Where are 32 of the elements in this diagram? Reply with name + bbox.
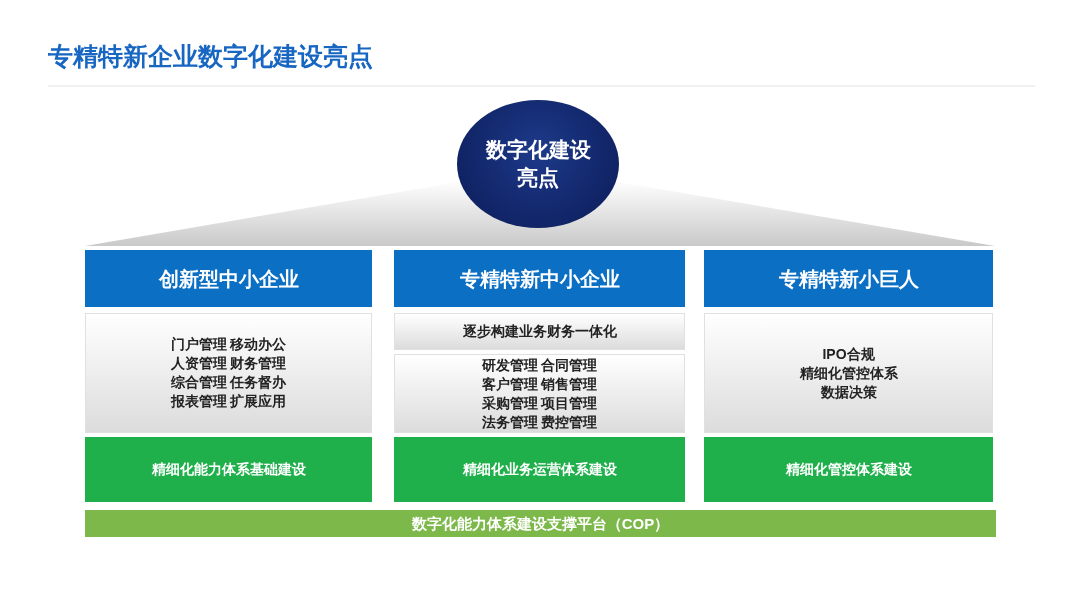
header-text: 创新型中小企业 [158,266,299,291]
header-text: 专精特新中小企业 [459,266,620,291]
foundation-box [394,437,685,502]
panel-text: 数据决策 [820,382,877,402]
title: 专精特新企业数字化建设亮点 [48,41,373,72]
foundation-text: 精细化能力体系基础建设 [151,460,306,479]
panel-text: 法务管理 费控管理 [481,412,598,432]
foundation-text: 精细化管控体系建设 [785,460,912,479]
content-panel [704,313,993,433]
column-header [85,250,372,307]
platform-bar [85,510,996,537]
content-panel [394,313,685,350]
header-text: 专精特新小巨人 [778,266,919,291]
panel-text: 精细化管控体系 [799,363,898,383]
panel-text: 逐步构建业务财务一体化 [462,322,617,341]
panel-text: IPO合规 [822,344,875,364]
panel-text: 客户管理 销售管理 [481,374,598,394]
platform-text: 数字化能力体系建设支撑平台（COP） [411,514,670,533]
foundation-box [85,437,372,502]
foundation-text: 精细化业务运营体系建设 [462,460,617,479]
panel-text: 报表管理 扩展应用 [170,392,287,411]
panel-text: 采购管理 项目管理 [481,393,598,413]
column-header [704,250,993,307]
content-panel [85,313,372,433]
foundation-box [704,437,993,502]
content-panel [394,354,685,433]
panel-text: 综合管理 任务督办 [170,373,287,392]
panel-text: 研发管理 合同管理 [481,355,598,375]
panel-text: 人资管理 财务管理 [170,354,287,373]
panel-text: 门户管理 移动办公 [170,335,287,354]
column-header [394,250,685,307]
circle-text: 数字化建设亮点 [484,137,592,191]
